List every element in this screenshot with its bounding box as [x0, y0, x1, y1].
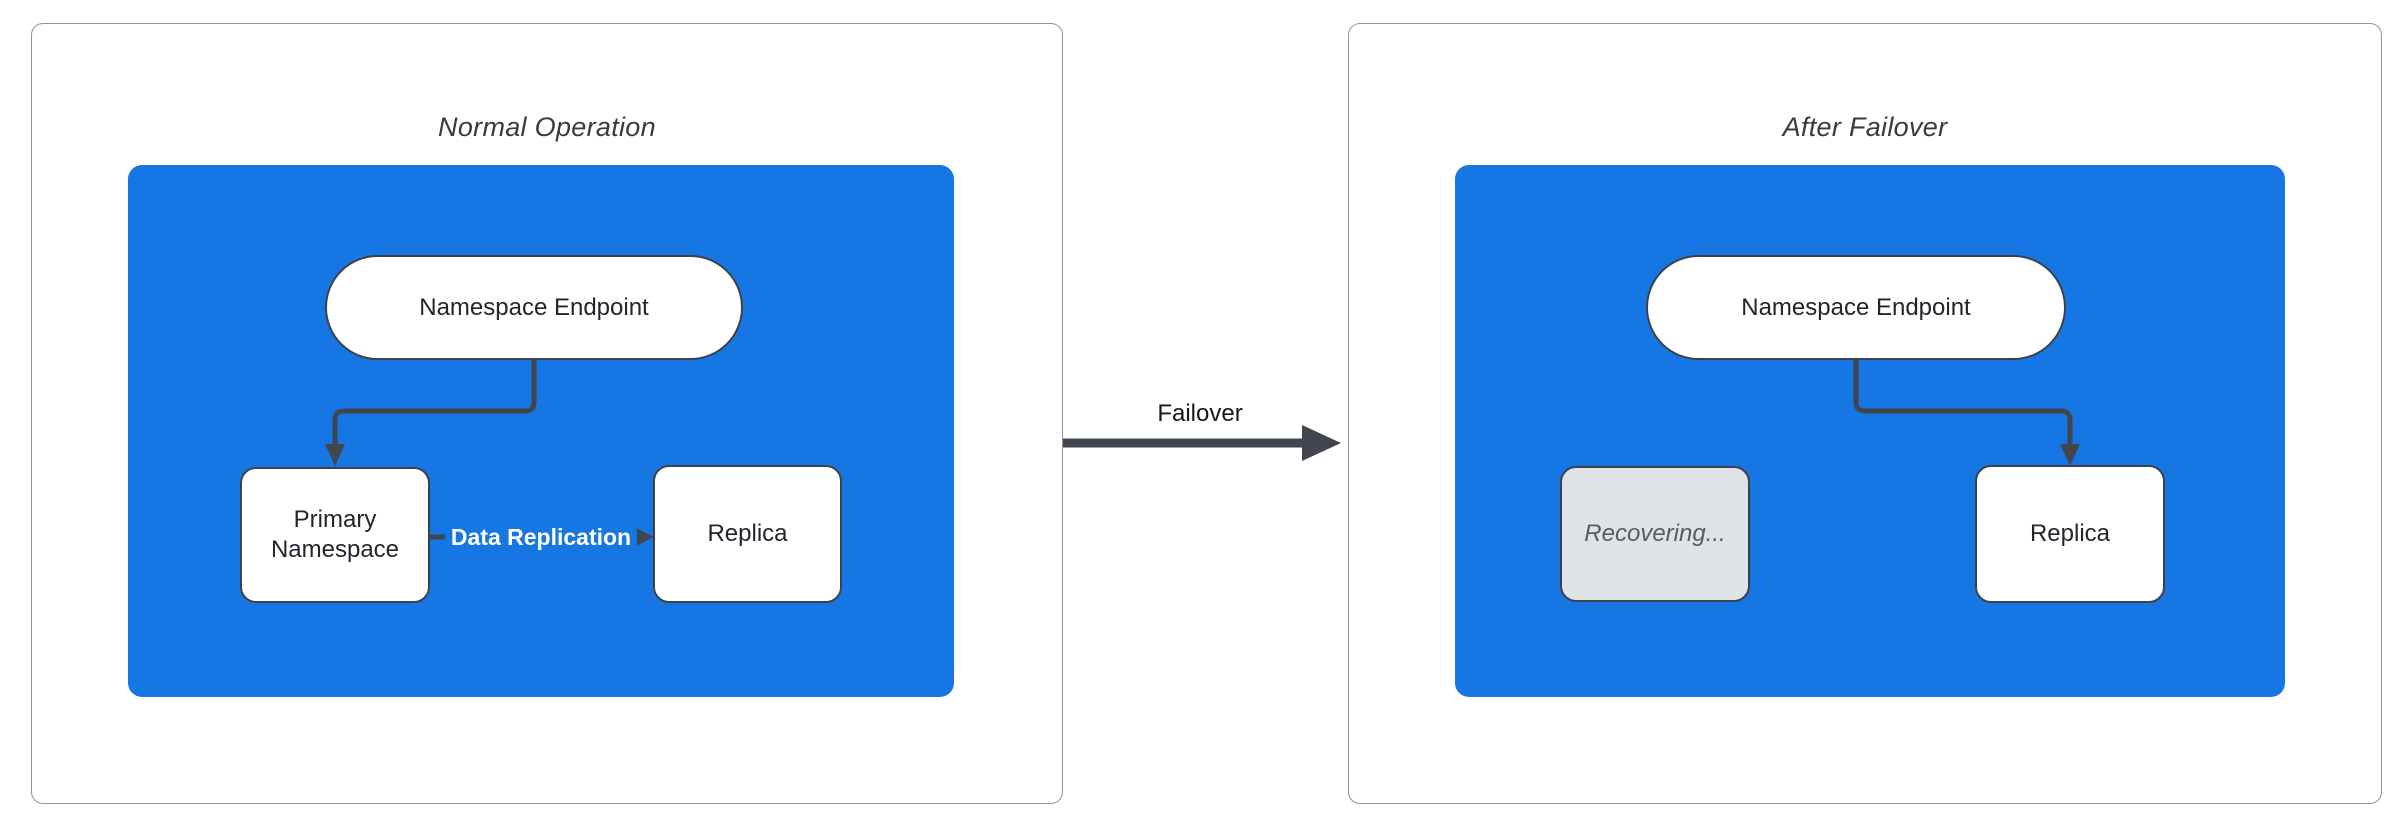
namespace-container-right [1455, 165, 2285, 697]
panel-title-normal-operation: Normal Operation [438, 112, 656, 142]
failover-arrowhead-icon [1302, 425, 1341, 461]
namespace-endpoint-label-left: Namespace Endpoint [419, 293, 649, 321]
replica-node-right: Replica [1975, 465, 2165, 603]
primary-namespace-label: Primary Namespace [270, 506, 400, 563]
primary-namespace-node: Primary Namespace [240, 467, 430, 603]
replica-node-left: Replica [653, 465, 842, 603]
failover-label: Failover [1157, 400, 1243, 427]
namespace-container-left [128, 165, 954, 697]
panel-title-after-failover: After Failover [1782, 112, 1948, 142]
data-replication-edge-label: Data Replication [444, 522, 638, 553]
replica-label-left: Replica [707, 520, 788, 547]
namespace-endpoint-node-right: Namespace Endpoint [1646, 255, 2066, 360]
recovering-label: Recovering... [1584, 520, 1726, 547]
recovering-node: Recovering... [1560, 466, 1750, 602]
namespace-endpoint-node-left: Namespace Endpoint [325, 255, 743, 360]
namespace-endpoint-label-right: Namespace Endpoint [1741, 293, 1971, 321]
replica-label-right: Replica [2029, 520, 2111, 547]
